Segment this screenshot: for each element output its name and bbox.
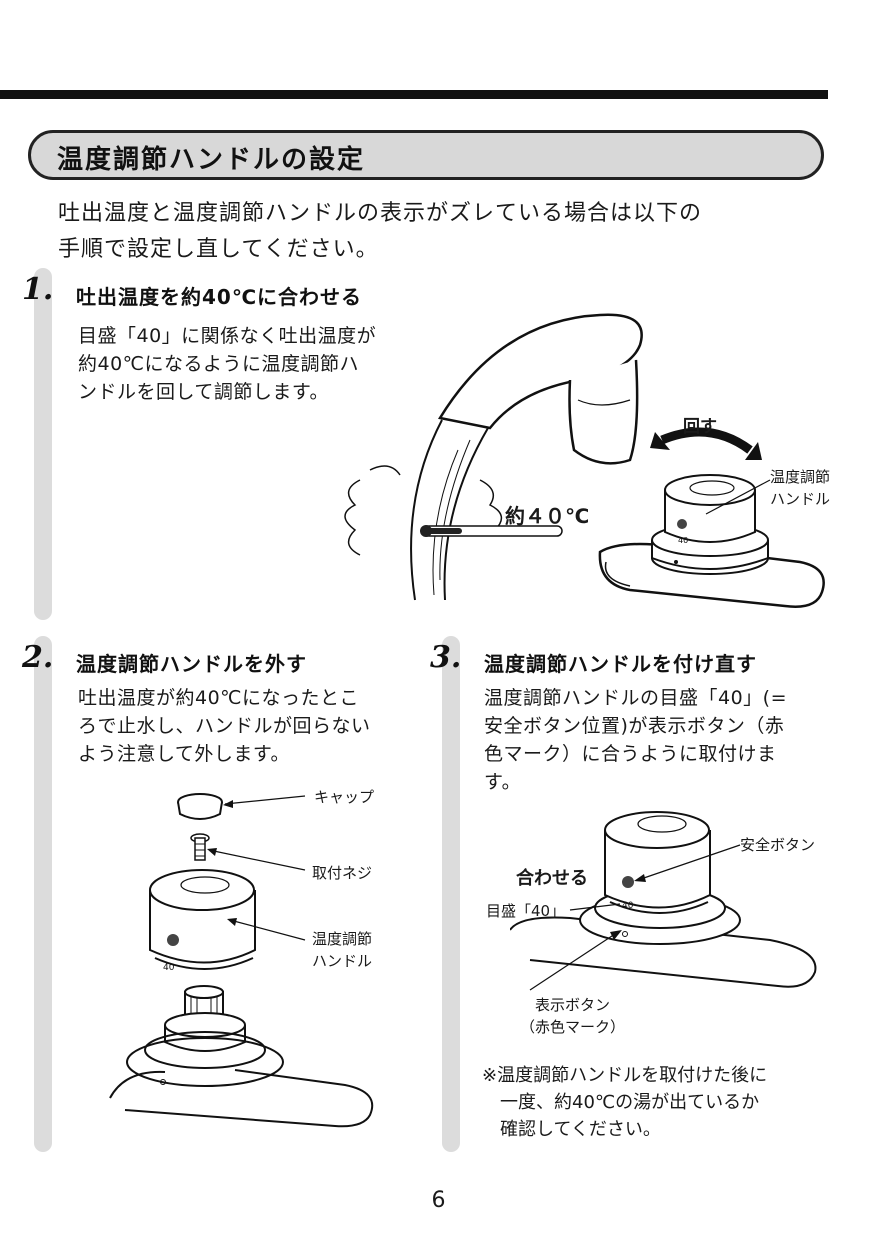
step3-text-line: 温度調節ハンドルの目盛「40」(=	[484, 687, 788, 709]
step3-scale-label: 目盛「40」	[486, 902, 566, 920]
step2-side-bar	[34, 636, 52, 1152]
step3-title: 温度調節ハンドルを付け直す	[484, 652, 757, 676]
step3-reassembly-illustration: 40	[510, 811, 817, 991]
step1-text-line: ンドルを回して調節します。	[78, 381, 330, 403]
step2-title: 温度調節ハンドルを外す	[76, 652, 307, 676]
step3-number: 3.	[430, 640, 462, 675]
step2-number: 2.	[22, 640, 54, 675]
step1-handle-label: 温度調節 ハンドル	[770, 466, 830, 510]
top-rule	[0, 90, 828, 99]
step2-text-line: よう注意して外します。	[78, 743, 291, 765]
step3-side-bar	[442, 636, 460, 1152]
note-line: 確認してください。	[500, 1119, 661, 1140]
note: ※温度調節ハンドルを取付けた後に 一度、約40℃の湯が出ているか 確認してくださ…	[482, 1062, 832, 1143]
note-line: 一度、約40℃の湯が出ているか	[500, 1092, 760, 1113]
step3-text-line: す。	[484, 771, 522, 793]
step1-number: 1.	[22, 272, 54, 307]
step3-indicator-label-line: 表示ボタン	[535, 996, 611, 1014]
step2-handle-label: 温度調節 ハンドル	[312, 928, 372, 972]
note-line: ※温度調節ハンドルを取付けた後に	[482, 1065, 768, 1086]
step2-handle-label-line: ハンドル	[312, 952, 373, 970]
step2-disassembly-illustration: 40	[109, 793, 374, 1128]
step2-dial-value: 40	[163, 963, 175, 973]
step1-text-line: 目盛「40」に関係なく吐出温度が	[78, 325, 377, 347]
step3-indicator-label: 表示ボタン （赤色マーク）	[520, 994, 625, 1038]
step1-faucet-illustration: 40	[344, 313, 825, 608]
step2-text-line: ろで止水し、ハンドルが回らない	[78, 715, 371, 737]
intro-text: 吐出温度と温度調節ハンドルの表示がズレている場合は以下の 手順で設定し直してくだ…	[58, 196, 818, 268]
intro-line-2: 手順で設定し直してください。	[58, 237, 379, 262]
step2-text-line: 吐出温度が約40℃になったとこ	[78, 687, 360, 709]
step1-dial-value: 40	[678, 536, 688, 545]
page-number: 6	[431, 1188, 446, 1213]
section-header: 温度調節ハンドルの設定	[28, 130, 824, 180]
step2-text: 吐出温度が約40℃になったとこ ろで止水し、ハンドルが回らない よう注意して外し…	[78, 684, 423, 768]
step2-handle-label-line: 温度調節	[312, 930, 373, 948]
step1-side-bar	[34, 268, 52, 620]
intro-line-1: 吐出温度と温度調節ハンドルの表示がズレている場合は以下の	[58, 201, 703, 226]
section-title: 温度調節ハンドルの設定	[57, 145, 366, 175]
step2-cap-label: キャップ	[314, 788, 375, 806]
step2-screw-label: 取付ネジ	[312, 864, 373, 882]
step3-text-line: 安全ボタン位置)が表示ボタン（赤	[484, 715, 785, 737]
step1-text: 目盛「40」に関係なく吐出温度が 約40℃になるように温度調節ハ ンドルを回して…	[78, 322, 438, 406]
step3-dial-value: 40	[622, 901, 634, 911]
step1-rotate-label: 回す	[683, 417, 717, 437]
step1-title: 吐出温度を約40℃に合わせる	[76, 285, 363, 309]
step3-align-label: 合わせる	[516, 868, 588, 889]
step1-temp-label: 約４０℃	[505, 504, 590, 528]
step3-text: 温度調節ハンドルの目盛「40」(= 安全ボタン位置)が表示ボタン（赤 色マーク）…	[484, 684, 844, 796]
step1-handle-label-line: 温度調節	[770, 468, 831, 486]
step1-text-line: 約40℃になるように温度調節ハ	[78, 353, 360, 375]
step1-handle-label-line: ハンドル	[770, 490, 831, 508]
step3-safety-button-label: 安全ボタン	[740, 836, 816, 854]
step3-text-line: 色マーク）に合うように取付けま	[484, 743, 777, 765]
step3-indicator-label-line: （赤色マーク）	[520, 1018, 626, 1036]
